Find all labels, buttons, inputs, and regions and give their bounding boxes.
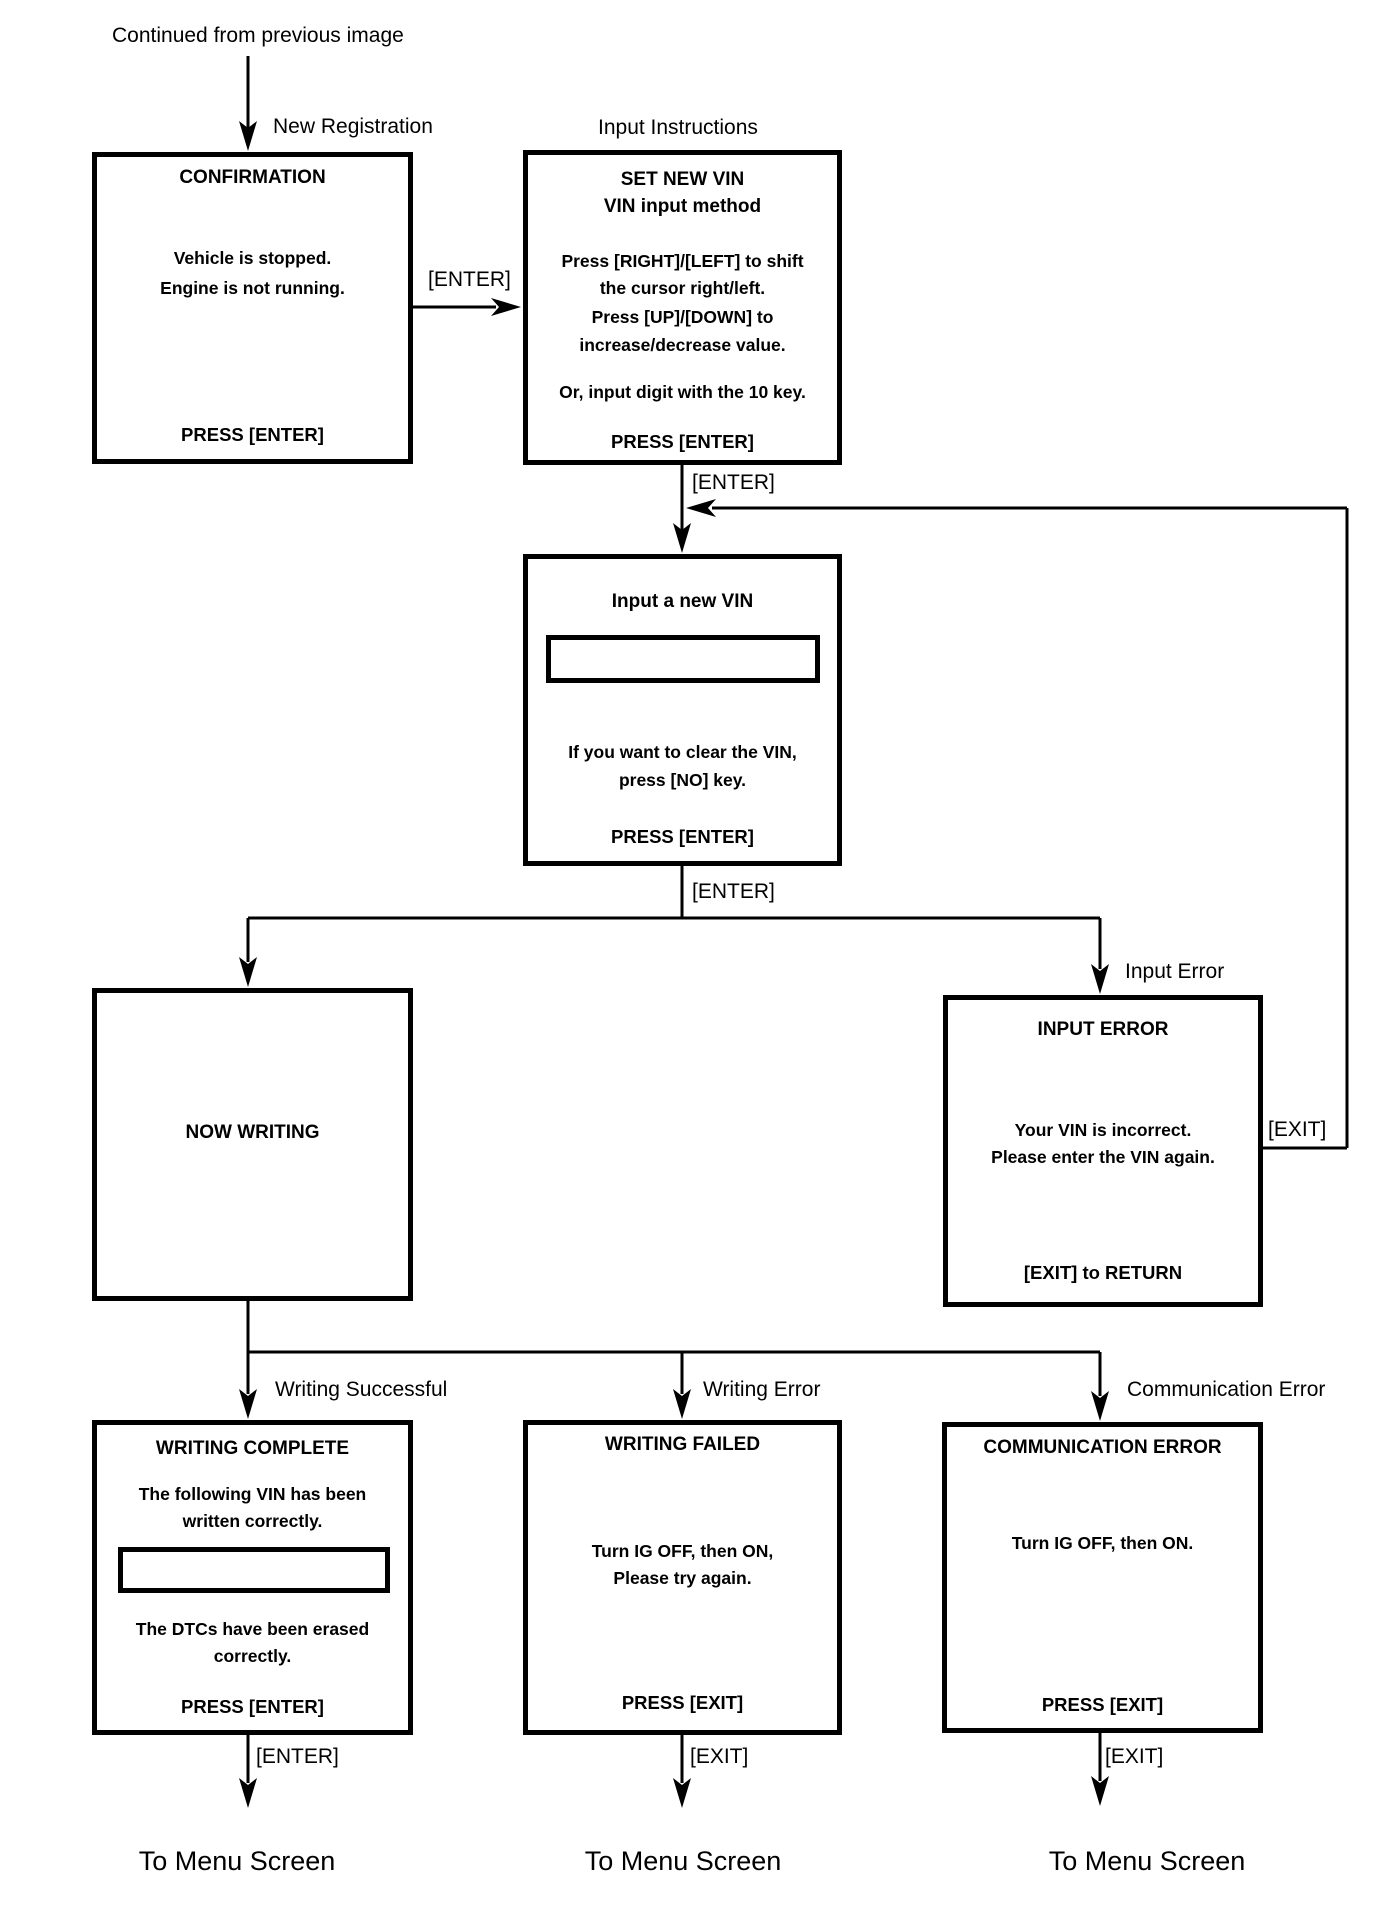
branch-label-writing-error: Writing Error: [703, 1378, 821, 1401]
arrow-down-icon: [239, 957, 257, 987]
flow-node-writing-complete: WRITING COMPLETE The following VIN has b…: [92, 1420, 413, 1735]
arrow-down-icon: [239, 121, 257, 151]
arrow-down-icon: [1091, 1776, 1109, 1806]
node-footer-instruction: PRESS [ENTER]: [181, 1696, 324, 1717]
flow-node-now-writing: NOW WRITING: [92, 988, 413, 1301]
node-body-line: Please enter the VIN again.: [991, 1147, 1215, 1167]
edge-label-enter-2: [ENTER]: [692, 471, 775, 494]
node-body-line: Vehicle is stopped.: [173, 248, 332, 268]
terminal-to-menu-screen: To Menu Screen: [584, 1846, 782, 1876]
node-body-line: the cursor right/left.: [599, 278, 766, 298]
node-body-line: press [NO] key.: [618, 770, 747, 790]
node-footer-instruction: [EXIT] to RETURN: [1023, 1262, 1183, 1283]
arrow-down-icon: [239, 1389, 257, 1419]
node-title: CONFIRMATION: [179, 167, 326, 188]
arrow-left-icon: [686, 499, 716, 517]
flow-node-input-error: INPUT ERROR Your VIN is incorrect. Pleas…: [943, 995, 1263, 1307]
continued-from-label: Continued from previous image: [112, 24, 404, 47]
flow-node-input-instructions: SET NEW VIN VIN input method Press [RIGH…: [523, 150, 842, 465]
node-body-line: The DTCs have been erased: [135, 1619, 370, 1639]
edge-label-enter-1: [ENTER]: [428, 268, 511, 291]
vin-output-field: [118, 1547, 390, 1593]
node-footer-instruction: PRESS [EXIT]: [621, 1692, 744, 1713]
edge-label-enter-3: [ENTER]: [692, 880, 775, 903]
vin-input-field: [546, 635, 820, 683]
node-body-line: Turn IG OFF, then ON,: [591, 1541, 774, 1561]
node-footer-instruction: PRESS [ENTER]: [611, 826, 754, 847]
terminal-to-menu-screen: To Menu Screen: [1048, 1846, 1246, 1876]
node-title: COMMUNICATION ERROR: [983, 1437, 1222, 1458]
edge-label-exit-loop: [EXIT]: [1268, 1118, 1327, 1141]
node-footer-instruction: PRESS [ENTER]: [181, 424, 324, 445]
arrow-down-icon: [1091, 1391, 1109, 1421]
node-title: NOW WRITING: [185, 1122, 320, 1143]
branch-label-input-instructions: Input Instructions: [598, 116, 758, 139]
arrow-down-icon: [673, 523, 691, 553]
flow-node-writing-failed: WRITING FAILED Turn IG OFF, then ON, Ple…: [523, 1420, 842, 1735]
node-body-line: Turn IG OFF, then ON.: [1011, 1533, 1194, 1553]
node-title: Input a new VIN: [611, 591, 754, 612]
arrow-down-icon: [673, 1389, 691, 1419]
node-body-line: increase/decrease value.: [579, 335, 786, 355]
branch-label-input-error: Input Error: [1125, 960, 1225, 983]
node-body-line: If you want to clear the VIN,: [568, 742, 797, 762]
node-title: INPUT ERROR: [1037, 1019, 1169, 1040]
arrow-right-icon: [491, 298, 521, 316]
edge-label-exit-3: [EXIT]: [1105, 1745, 1164, 1768]
node-title: WRITING FAILED: [604, 1434, 761, 1455]
node-body-line: Or, input digit with the 10 key.: [559, 382, 806, 402]
node-body-line: Please try again.: [613, 1568, 752, 1588]
branch-label-new-registration: New Registration: [273, 115, 433, 138]
edge-label-exit-2: [EXIT]: [690, 1745, 749, 1768]
node-body-line: Engine is not running.: [160, 278, 345, 298]
node-body-line: The following VIN has been: [138, 1484, 367, 1504]
node-title: WRITING COMPLETE: [155, 1438, 350, 1459]
terminal-to-menu-screen: To Menu Screen: [138, 1846, 336, 1876]
node-body-line: correctly.: [213, 1646, 292, 1666]
branch-label-communication-error: Communication Error: [1127, 1378, 1326, 1401]
flow-node-communication-error: COMMUNICATION ERROR Turn IG OFF, then ON…: [942, 1422, 1263, 1733]
flow-node-input-new-vin: Input a new VIN If you want to clear the…: [523, 554, 842, 866]
node-subtitle: VIN input method: [603, 196, 762, 217]
arrow-down-icon: [1091, 964, 1109, 994]
flow-node-confirmation: CONFIRMATION Vehicle is stopped. Engine …: [92, 152, 413, 464]
node-body-line: Press [UP]/[DOWN] to: [591, 307, 774, 327]
node-footer-instruction: PRESS [ENTER]: [611, 431, 754, 452]
node-body-line: Your VIN is incorrect.: [1014, 1120, 1192, 1140]
node-body-line: written correctly.: [182, 1511, 323, 1531]
edge-label-enter-4: [ENTER]: [256, 1745, 339, 1768]
arrow-down-icon: [239, 1778, 257, 1808]
node-footer-instruction: PRESS [EXIT]: [1041, 1694, 1164, 1715]
node-body-line: Press [RIGHT]/[LEFT] to shift: [561, 251, 804, 271]
branch-label-writing-successful: Writing Successful: [275, 1378, 448, 1401]
arrow-down-icon: [673, 1778, 691, 1808]
node-title: SET NEW VIN: [620, 169, 745, 190]
